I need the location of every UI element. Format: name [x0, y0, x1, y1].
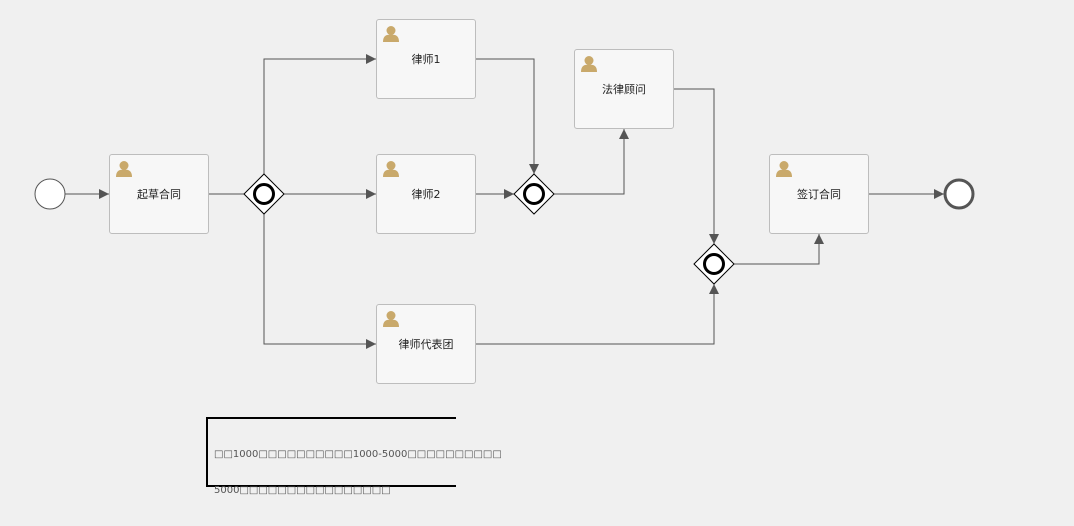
- task-label: 律师2: [411, 188, 441, 201]
- sequence-flows: [65, 54, 944, 349]
- end-event[interactable]: [943, 178, 975, 210]
- flow-legal-advisor-to-gateway-final[interactable]: [674, 88, 719, 244]
- flow-gateway-to-lawyer-1[interactable]: [263, 54, 376, 174]
- task-legal-advisor[interactable]: 法律顾问: [574, 49, 674, 129]
- task-label: 律师代表团: [398, 338, 454, 351]
- user-icon: [383, 311, 399, 327]
- flow-gateway-to-lawyer-delegation[interactable]: [263, 214, 376, 349]
- task-lawyer-delegation[interactable]: 律师代表团: [376, 304, 476, 384]
- start-event[interactable]: [34, 178, 66, 210]
- gateway-final[interactable]: [693, 243, 735, 285]
- annotation-line-1: □□1000□□□□□□□□□□1000-5000□□□□□□□□□□: [214, 449, 502, 460]
- task-label: 法律顾问: [602, 83, 646, 96]
- user-icon: [383, 26, 399, 42]
- flow-gateway-final-to-sign[interactable]: [734, 234, 824, 265]
- user-icon: [581, 56, 597, 72]
- flow-lawyer-delegation-to-gateway-final[interactable]: [476, 284, 719, 345]
- flow-lawyer-1-to-gateway-merge[interactable]: [476, 58, 539, 174]
- annotation-line-2: 5000□□□□□□□□□□□□□□□□: [214, 485, 391, 496]
- task-lawyer-1[interactable]: 律师1: [376, 19, 476, 99]
- user-icon: [776, 161, 792, 177]
- task-label: 律师1: [411, 53, 441, 66]
- task-label: 签订合同: [797, 188, 841, 201]
- user-icon: [116, 161, 132, 177]
- annotation-text: □□1000□□□□□□□□□□1000-5000□□□□□□□□□□ 5000…: [214, 425, 502, 521]
- task-sign-contract[interactable]: 签订合同: [769, 154, 869, 234]
- user-icon: [383, 161, 399, 177]
- task-draft-contract[interactable]: 起草合同: [109, 154, 209, 234]
- gateway-merge[interactable]: [513, 173, 555, 215]
- text-annotation[interactable]: □□1000□□□□□□□□□□1000-5000□□□□□□□□□□ 5000…: [206, 417, 502, 496]
- gateway-split[interactable]: [243, 173, 285, 215]
- flow-gateway-merge-to-legal-advisor[interactable]: [554, 129, 629, 195]
- task-lawyer-2[interactable]: 律师2: [376, 154, 476, 234]
- task-label: 起草合同: [137, 188, 181, 201]
